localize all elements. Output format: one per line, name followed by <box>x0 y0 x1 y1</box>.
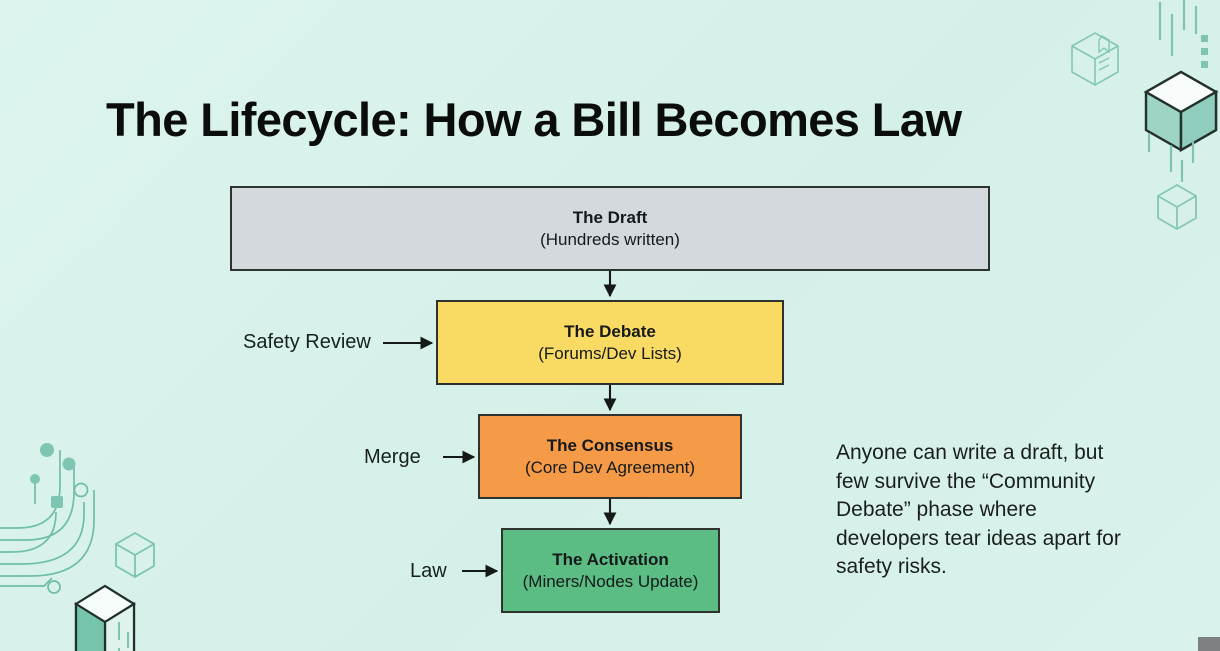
sidenote-text: Anyone can write a draft, but few surviv… <box>836 441 1121 578</box>
flow-node-draft[interactable]: The Draft (Hundreds written) <box>230 186 990 271</box>
corner-chip <box>1198 637 1220 651</box>
flow-node-draft-title: The Draft <box>572 208 648 228</box>
flow-node-consensus-title: The Consensus <box>546 436 674 456</box>
flow-node-draft-subtitle: (Hundreds written) <box>540 229 680 249</box>
flow-node-activation[interactable]: The Activation (Miners/Nodes Update) <box>501 528 720 613</box>
flow-node-debate[interactable]: The Debate (Forums/Dev Lists) <box>436 300 784 385</box>
flow-node-activation-subtitle: (Miners/Nodes Update) <box>522 571 699 591</box>
page-title: The Lifecycle: How a Bill Becomes Law <box>106 93 962 147</box>
flow-node-debate-subtitle: (Forums/Dev Lists) <box>538 343 682 363</box>
flow-node-activation-title: The Activation <box>552 550 669 570</box>
side-label-merge: Merge <box>364 446 421 468</box>
flow-node-consensus[interactable]: The Consensus (Core Dev Agreement) <box>478 414 742 499</box>
side-label-safety-review: Safety Review <box>243 331 371 353</box>
flow-node-consensus-subtitle: (Core Dev Agreement) <box>524 457 696 477</box>
flow-node-debate-title: The Debate <box>564 322 656 342</box>
side-label-law: Law <box>410 560 447 582</box>
